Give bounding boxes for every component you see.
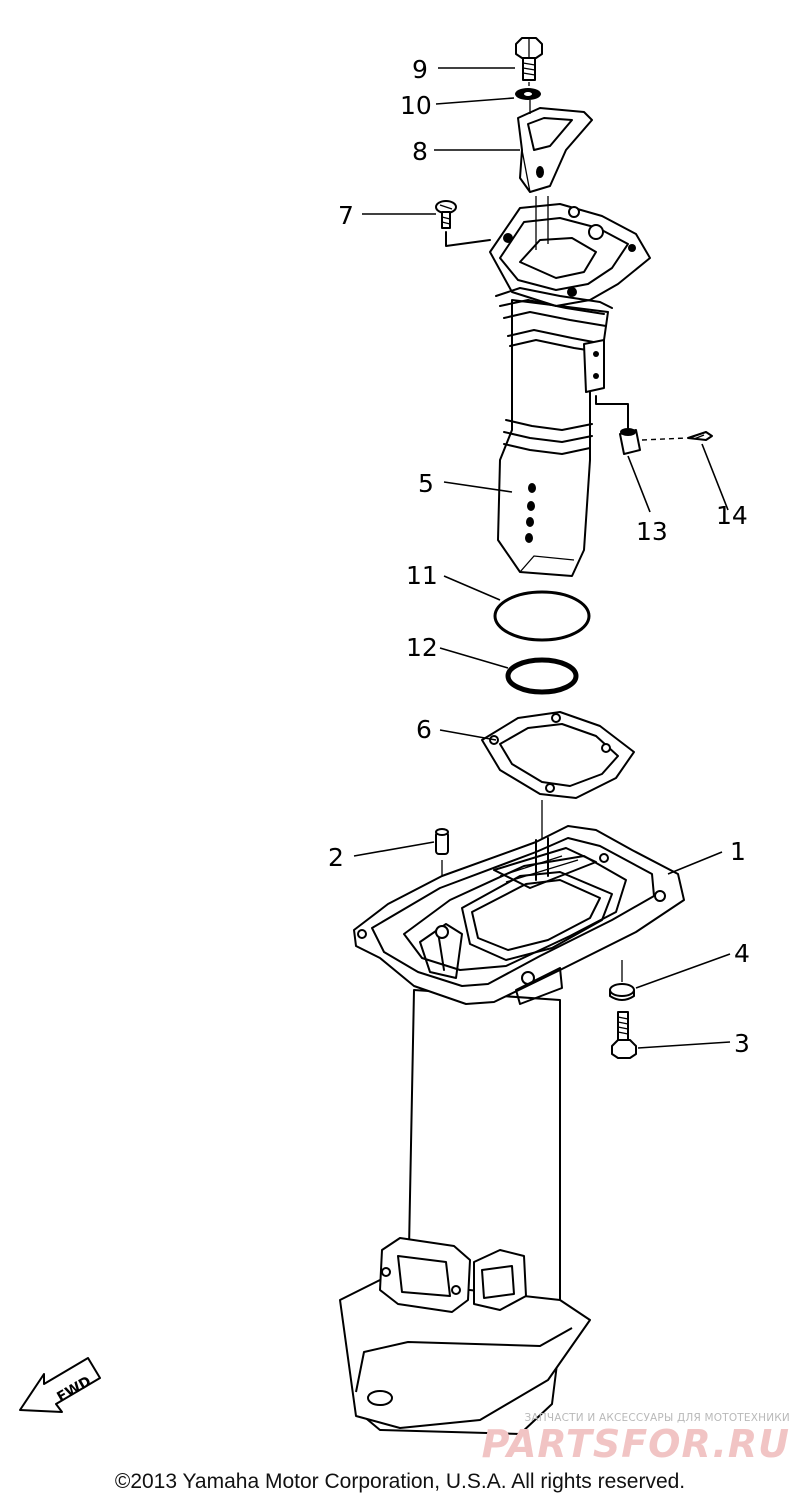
part-8-bracket xyxy=(517,107,593,193)
callout-13: 13 xyxy=(636,517,668,546)
part-7-screw xyxy=(435,200,491,247)
callout-labels: 9 10 8 7 5 13 14 11 12 6 2 1 4 3 xyxy=(328,55,750,1058)
callout-6: 6 xyxy=(416,715,432,744)
leader-lines xyxy=(353,67,731,1049)
callout-14: 14 xyxy=(716,501,748,530)
copyright-notice: ©2013 Yamaha Motor Corporation, U.S.A. A… xyxy=(114,1470,686,1493)
part-10-washer xyxy=(515,88,541,100)
callout-7: 7 xyxy=(338,201,354,230)
callout-4: 4 xyxy=(734,939,750,968)
part-3-bolt xyxy=(611,1011,637,1059)
callout-9: 9 xyxy=(412,55,428,84)
part-9-bolt xyxy=(515,37,543,81)
part-2-dowel-pin xyxy=(435,828,449,855)
part-12-seal xyxy=(505,657,579,695)
callout-1: 1 xyxy=(730,837,746,866)
callout-3: 3 xyxy=(734,1029,750,1058)
watermark: ЗАПЧАСТИ И АКСЕССУАРЫ ДЛЯ МОТОТЕХНИКИ PA… xyxy=(482,1412,790,1464)
callout-12: 12 xyxy=(406,633,438,662)
callout-8: 8 xyxy=(412,137,428,166)
watermark-logo: PARTSFOR.RU xyxy=(481,1422,790,1466)
part-5-upper-casing xyxy=(489,203,651,577)
fwd-direction-arrow: FWD xyxy=(19,1357,101,1413)
callout-5: 5 xyxy=(418,469,434,498)
callout-10: 10 xyxy=(400,91,432,120)
part-14-bolt xyxy=(641,431,713,441)
part-11-o-ring xyxy=(493,590,591,642)
part-1-lower-casing xyxy=(339,825,685,1435)
part-6-gasket xyxy=(481,711,635,799)
callout-11: 11 xyxy=(406,561,438,590)
watermark-tagline: ЗАПЧАСТИ И АКСЕССУАРЫ ДЛЯ МОТОТЕХНИКИ xyxy=(524,1412,790,1424)
part-4-washer xyxy=(609,960,635,1001)
callout-2: 2 xyxy=(328,843,344,872)
part-13-collar xyxy=(595,395,641,455)
